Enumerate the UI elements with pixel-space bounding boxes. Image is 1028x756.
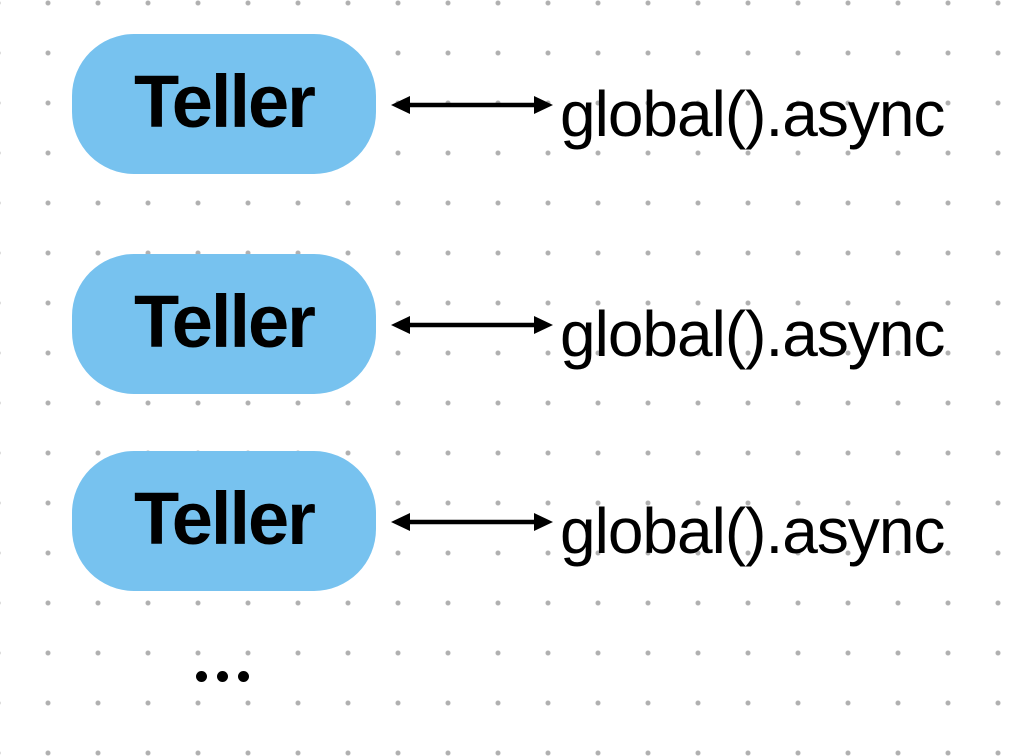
connection-label: global().async: [560, 495, 945, 567]
teller-node-label: Teller: [134, 60, 316, 143]
teller-node: Teller: [72, 34, 376, 174]
ellipsis-dot: [238, 671, 249, 682]
teller-row: Teller global().async: [0, 34, 1028, 174]
bidirectional-arrow-icon: [391, 316, 553, 334]
ellipsis: ...: [196, 671, 259, 682]
ellipsis-dot: [196, 671, 207, 682]
teller-row: Teller global().async: [0, 451, 1028, 591]
teller-node-label: Teller: [134, 477, 316, 560]
connection-label: global().async: [560, 78, 945, 150]
teller-node: Teller: [72, 451, 376, 591]
teller-row: Teller global().async: [0, 254, 1028, 394]
bidirectional-arrow-icon: [391, 96, 553, 114]
ellipsis-dot: [217, 671, 228, 682]
connection-label: global().async: [560, 298, 945, 370]
teller-node-label: Teller: [134, 280, 316, 363]
teller-node: Teller: [72, 254, 376, 394]
bidirectional-arrow-icon: [391, 513, 553, 531]
